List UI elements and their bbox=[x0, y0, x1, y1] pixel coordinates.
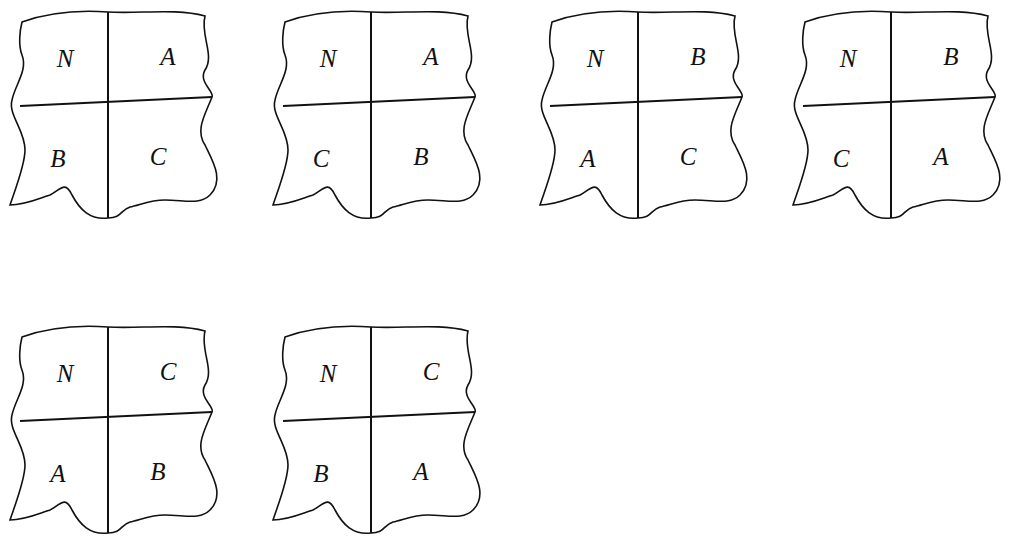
region-letter: B bbox=[690, 44, 705, 69]
region-letter: N bbox=[320, 361, 337, 386]
map-outline bbox=[793, 11, 1000, 218]
region-letter: N bbox=[320, 46, 337, 71]
region-letter: N bbox=[840, 46, 857, 71]
region-letter: N bbox=[57, 46, 74, 71]
map-outline bbox=[273, 11, 480, 218]
region-letter: C bbox=[313, 146, 330, 171]
map-outline bbox=[540, 11, 747, 218]
region-letter: A bbox=[933, 144, 948, 169]
map-outline bbox=[10, 326, 217, 533]
region-letter: C bbox=[160, 359, 177, 384]
region-letter: B bbox=[50, 146, 65, 171]
region-letter: A bbox=[160, 44, 175, 69]
region-letter: C bbox=[680, 144, 697, 169]
region-letter: C bbox=[423, 359, 440, 384]
region-letter: C bbox=[150, 144, 167, 169]
region-letter: A bbox=[413, 459, 428, 484]
region-letter: B bbox=[943, 44, 958, 69]
region-letter: A bbox=[580, 146, 595, 171]
map-outline bbox=[10, 11, 217, 218]
region-letter: A bbox=[50, 461, 65, 486]
region-letter: B bbox=[413, 144, 428, 169]
region-letter: C bbox=[833, 146, 850, 171]
region-letter: A bbox=[423, 44, 438, 69]
map-outline bbox=[273, 326, 480, 533]
region-letter: B bbox=[313, 461, 328, 486]
region-letter: B bbox=[150, 459, 165, 484]
region-letter: N bbox=[587, 46, 604, 71]
region-letter: N bbox=[57, 361, 74, 386]
